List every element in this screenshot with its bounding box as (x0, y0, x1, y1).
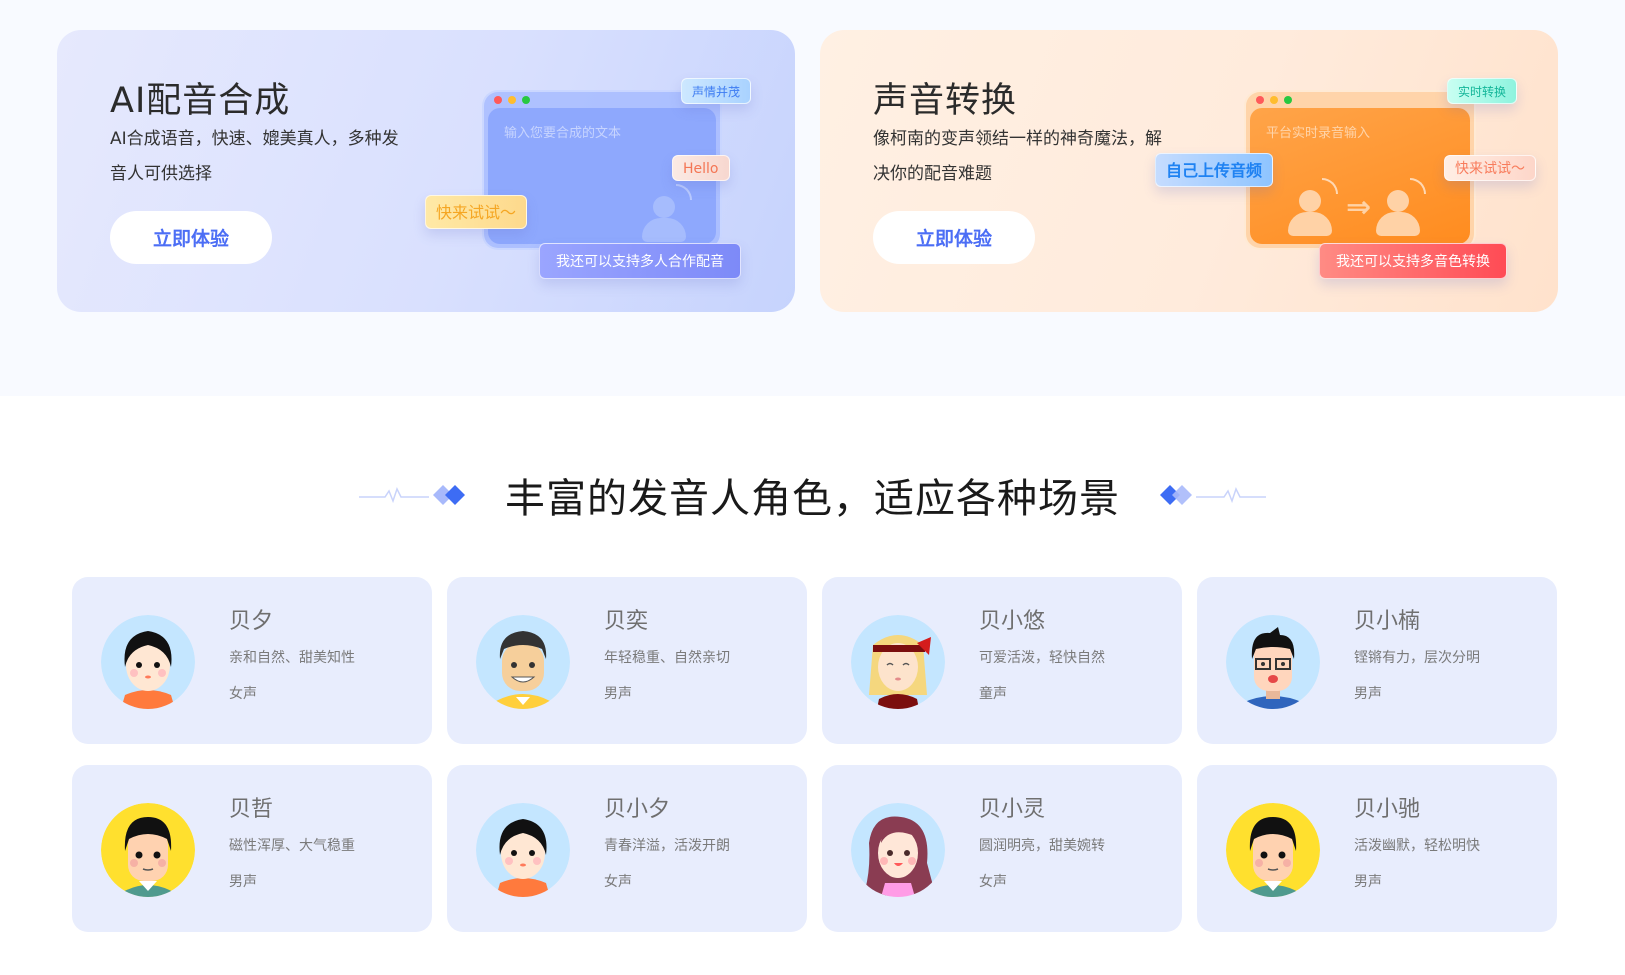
sound-wave-icon (1410, 178, 1426, 194)
avatar-boy-glasses-icon (1226, 615, 1320, 709)
try-now-button[interactable]: 立即体验 (873, 211, 1035, 264)
convert-arrow-icon: ⇒ (1346, 190, 1372, 225)
voice-card[interactable]: 贝夕 亲和自然、甜美知性 女声 (72, 577, 432, 744)
voice-name: 贝夕 (229, 609, 274, 634)
tag-multi-speaker: 我还可以支持多人合作配音 (539, 243, 741, 279)
speaker-person-icon (642, 196, 686, 244)
voice-card[interactable]: 贝小灵 圆润明亮，甜美婉转 女声 (822, 765, 1182, 932)
voice-description: 活泼幽默，轻松明快 (1354, 838, 1480, 854)
tag-try-it: 快来试试～ (425, 195, 528, 229)
voice-card[interactable]: 贝小驰 活泼幽默，轻松明快 男声 (1197, 765, 1557, 932)
feature-card-voice-conversion: 声音转换 像柯南的变声领结一样的神奇魔法，解决你的配音难题 立即体验 平台实时录… (820, 30, 1558, 312)
feature-card-tts: AI配音合成 AI合成语音，快速、媲美真人，多种发音人可供选择 立即体验 输入您… (57, 30, 795, 312)
tag-emotion: 声情并茂 (681, 78, 752, 104)
voice-list: 贝夕 亲和自然、甜美知性 女声 贝奕 年轻稳重、自然亲切 男声 (72, 577, 1558, 932)
sound-wave-icon (1322, 178, 1338, 194)
avatar-child-icon (851, 615, 945, 709)
source-person-icon (1288, 190, 1332, 238)
tag-multi-tone: 我还可以支持多音色转换 (1319, 243, 1507, 279)
feature-description: 像柯南的变声领结一样的神奇魔法，解决你的配音难题 (873, 129, 1162, 184)
voice-description: 铿锵有力，层次分明 (1354, 650, 1480, 666)
voice-description: 磁性浑厚、大气稳重 (229, 838, 355, 854)
voice-gender: 女声 (979, 874, 1007, 890)
voice-name: 贝小灵 (979, 797, 1046, 822)
voice-description: 圆润明亮，甜美婉转 (979, 838, 1105, 854)
voice-gender: 男声 (229, 874, 257, 890)
voice-gender: 女声 (604, 874, 632, 890)
voice-name: 贝小楠 (1354, 609, 1421, 634)
window-controls-icon (494, 96, 530, 104)
left-decoration-icon (359, 483, 467, 507)
section-title: 丰富的发音人角色，适应各种场景 (505, 476, 1120, 522)
tag-realtime: 实时转换 (1447, 78, 1518, 104)
section-header: 丰富的发音人角色，适应各种场景 (0, 460, 1625, 530)
voice-name: 贝小夕 (604, 797, 671, 822)
voice-description: 青春洋溢，活泼开朗 (604, 838, 730, 854)
avatar-girl-icon (101, 615, 195, 709)
window-placeholder: 输入您要合成的文本 (504, 126, 622, 141)
voice-card[interactable]: 贝小夕 青春洋溢，活泼开朗 女声 (447, 765, 807, 932)
window-placeholder: 平台实时录音输入 (1266, 126, 1371, 141)
voice-description: 可爱活泼，轻快自然 (979, 650, 1105, 666)
sound-wave-icon (676, 184, 692, 200)
feature-title: AI配音合成 (110, 81, 291, 121)
voice-gender: 女声 (229, 686, 257, 702)
avatar-boy-icon (476, 615, 570, 709)
tag-hello: Hello (672, 155, 730, 181)
voice-description: 年轻稳重、自然亲切 (604, 650, 730, 666)
avatar-man-icon (1226, 803, 1320, 897)
voice-gender: 童声 (979, 686, 1007, 702)
recording-illustration: 平台实时录音输入 ⇒ (1244, 90, 1476, 250)
target-person-icon (1376, 190, 1420, 238)
window-controls-icon (1256, 96, 1292, 104)
feature-description: AI合成语音，快速、媲美真人，多种发音人可供选择 (110, 129, 399, 184)
avatar-girl-long-hair-icon (851, 803, 945, 897)
feature-section: AI配音合成 AI合成语音，快速、媲美真人，多种发音人可供选择 立即体验 输入您… (0, 0, 1625, 396)
voice-name: 贝小驰 (1354, 797, 1421, 822)
right-decoration-icon (1158, 483, 1266, 507)
voice-gender: 男声 (1354, 686, 1382, 702)
avatar-girl-icon (476, 803, 570, 897)
voice-name: 贝哲 (229, 797, 274, 822)
voice-description: 亲和自然、甜美知性 (229, 650, 355, 666)
voice-card[interactable]: 贝小楠 铿锵有力，层次分明 男声 (1197, 577, 1557, 744)
avatar-man-icon (101, 803, 195, 897)
voice-name: 贝奕 (604, 609, 649, 634)
voice-card[interactable]: 贝哲 磁性浑厚、大气稳重 男声 (72, 765, 432, 932)
tag-upload-audio: 自己上传音频 (1155, 153, 1274, 187)
voice-gender: 男声 (604, 686, 632, 702)
feature-title: 声音转换 (873, 81, 1018, 121)
voice-gender: 男声 (1354, 874, 1382, 890)
voice-card[interactable]: 贝奕 年轻稳重、自然亲切 男声 (447, 577, 807, 744)
voice-card[interactable]: 贝小悠 可爱活泼，轻快自然 童声 (822, 577, 1182, 744)
try-now-button[interactable]: 立即体验 (110, 211, 272, 264)
tag-try-it: 快来试试～ (1444, 155, 1536, 181)
voice-name: 贝小悠 (979, 609, 1046, 634)
